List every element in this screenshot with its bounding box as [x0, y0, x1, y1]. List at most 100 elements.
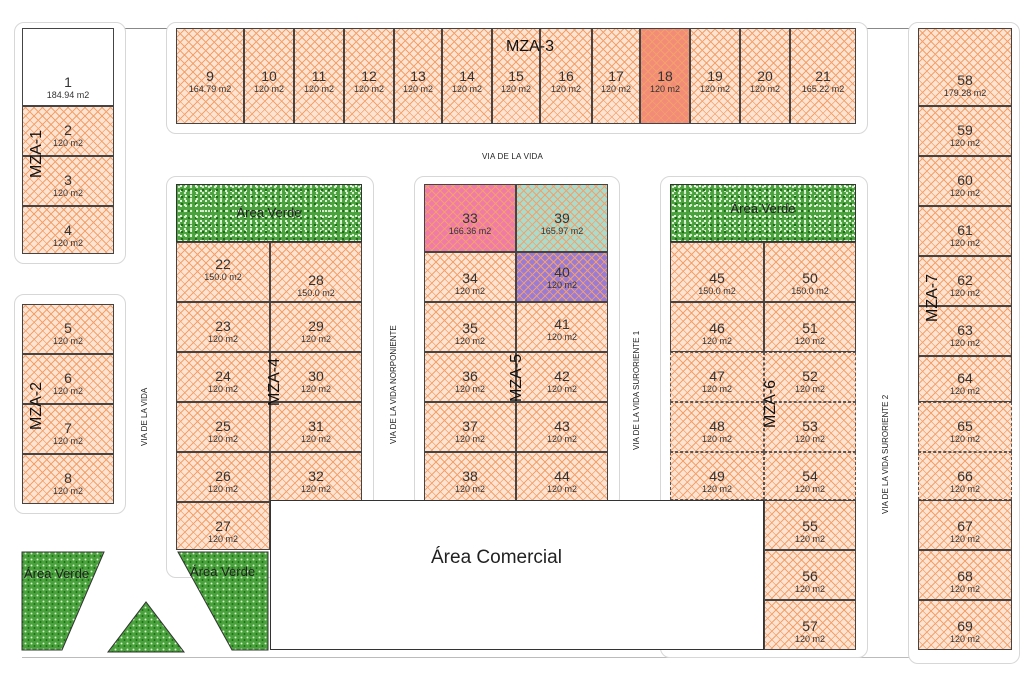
lot-number: 64 [957, 370, 973, 386]
lot-number: 50 [802, 270, 818, 286]
lot-area: 164.79 m2 [188, 84, 232, 94]
manzana-label-mza1: MZA-1 [28, 130, 45, 178]
lot-area: 120 m2 [550, 84, 582, 94]
lot-number: 12 [361, 68, 377, 84]
lot-number: 26 [215, 468, 231, 484]
lot-number: 51 [802, 320, 818, 336]
lot-number: 69 [957, 618, 973, 634]
lot-number: 17 [608, 68, 624, 84]
lot-area: 120 m2 [949, 288, 981, 298]
commercial-area[interactable]: Área Comercial [270, 500, 764, 650]
lot-number: 6 [64, 370, 72, 386]
lot-number: 40 [554, 264, 570, 280]
lot-number: 28 [308, 272, 324, 288]
street-label-suroriente1: VIA DE LA VIDA SURORIENTE 1 [632, 330, 641, 450]
lot-number: 60 [957, 172, 973, 188]
lot-area: 120 m2 [52, 486, 84, 496]
lot-area: 120 m2 [454, 384, 486, 394]
lot-area: 120 m2 [300, 434, 332, 444]
lot-area: 150.0 m2 [297, 288, 335, 298]
lot-number: 52 [802, 368, 818, 384]
lot-area: 120 m2 [303, 84, 335, 94]
manzana-label-mza4: MZA-4 [266, 358, 283, 406]
lot-number: 1 [64, 74, 72, 90]
lot-area: 120 m2 [600, 84, 632, 94]
lot-number: 47 [709, 368, 725, 384]
lot-number: 41 [554, 316, 570, 332]
lot-area: 120 m2 [546, 434, 578, 444]
lot-number: 35 [462, 320, 478, 336]
lot-area: 120 m2 [52, 188, 84, 198]
